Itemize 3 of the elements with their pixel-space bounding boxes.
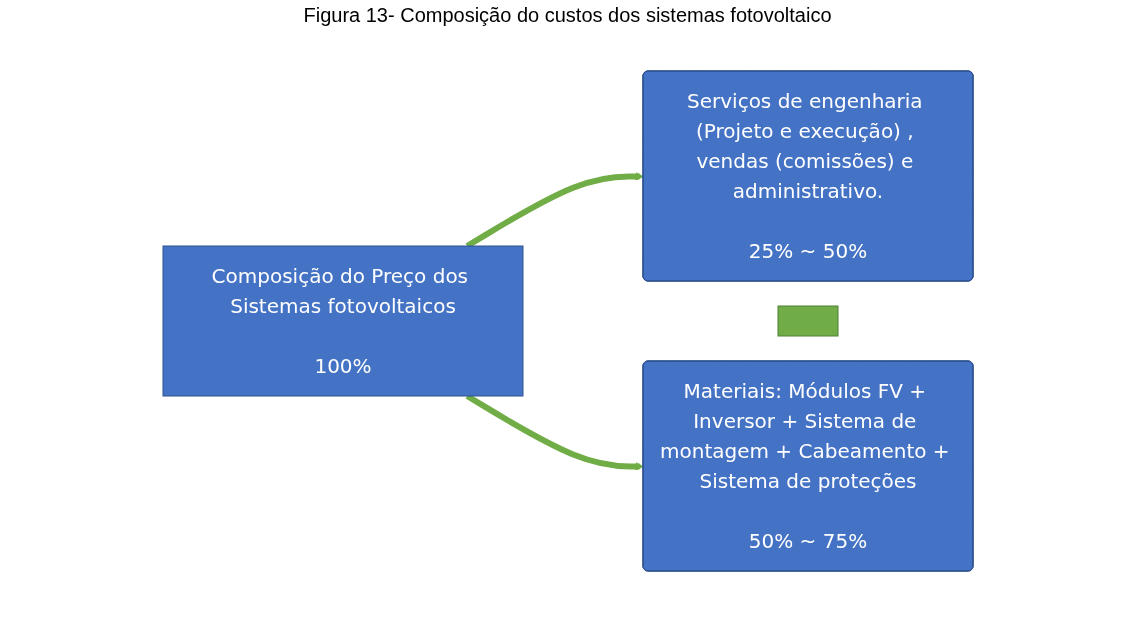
figure-title: Figura 13- Composição do custos dos sistemas fotovoltaico: [302, 4, 833, 27]
node-plus: [777, 305, 838, 337]
node-box: Composição do Preço dos Sistemas fotovoltaicos 100%: [162, 245, 523, 397]
